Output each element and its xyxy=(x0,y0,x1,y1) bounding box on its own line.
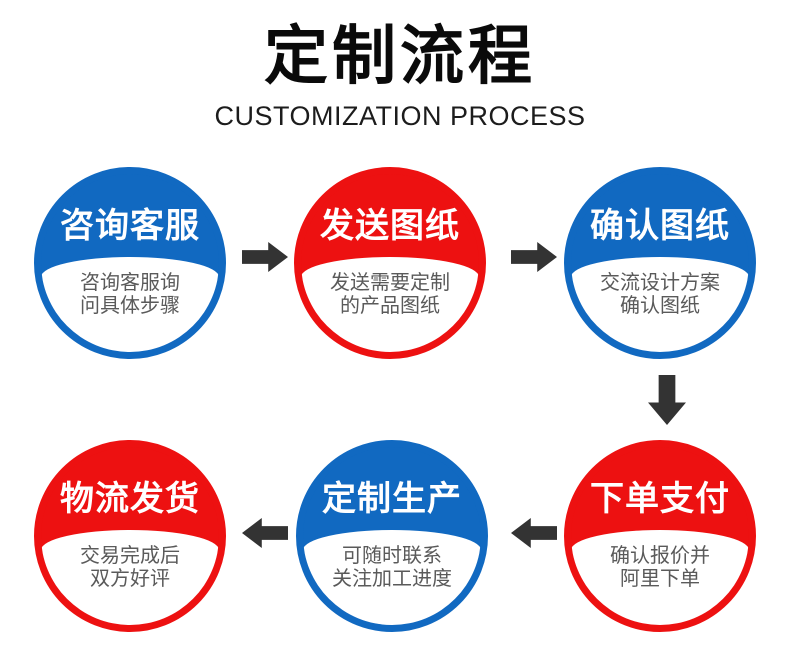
step-description: 可随时联系 关注加工进度 xyxy=(303,545,481,591)
arrow-left-icon xyxy=(511,518,557,548)
step-desc-line2: 阿里下单 xyxy=(620,568,700,590)
step-title: 咨询客服 xyxy=(60,207,200,245)
page-title: 定制流程 xyxy=(264,20,536,92)
step-desc-line2: 问具体步骤 xyxy=(80,295,180,317)
step-desc-line2: 的产品图纸 xyxy=(340,295,440,317)
step-desc-line1: 确认报价并 xyxy=(610,545,710,567)
step-desc-line1: 交易完成后 xyxy=(80,545,180,567)
arrow-right-icon xyxy=(242,242,288,272)
step-description: 交流设计方案 确认图纸 xyxy=(571,272,749,318)
step-3-confirm-drawings: 确认图纸 交流设计方案 确认图纸 xyxy=(564,167,756,359)
step-desc-line1: 可随时联系 xyxy=(342,545,442,567)
step-title: 物流发货 xyxy=(60,480,200,518)
step-lower-panel xyxy=(41,257,219,352)
step-lower-panel xyxy=(41,530,219,625)
step-title: 确认图纸 xyxy=(590,207,730,245)
step-desc-line2: 关注加工进度 xyxy=(332,568,452,590)
arrow-down-icon xyxy=(648,375,686,425)
step-desc-line2: 双方好评 xyxy=(90,568,170,590)
step-4-place-order-pay: 下单支付 确认报价并 阿里下单 xyxy=(564,440,756,632)
step-title: 定制生产 xyxy=(322,480,462,518)
step-desc-line1: 咨询客服询 xyxy=(80,272,180,294)
step-5-custom-production: 定制生产 可随时联系 关注加工进度 xyxy=(296,440,488,632)
step-title: 发送图纸 xyxy=(320,207,460,245)
step-description: 咨询客服询 问具体步骤 xyxy=(41,272,219,318)
step-desc-line1: 交流设计方案 xyxy=(600,272,720,294)
step-description: 发送需要定制 的产品图纸 xyxy=(301,272,479,318)
step-description: 确认报价并 阿里下单 xyxy=(571,545,749,591)
step-1-consult-service: 咨询客服 咨询客服询 问具体步骤 xyxy=(34,167,226,359)
page-subtitle: CUSTOMIZATION PROCESS xyxy=(214,101,586,131)
step-lower-panel xyxy=(571,530,749,625)
arrow-right-icon xyxy=(511,242,557,272)
page-header: 定制流程 CUSTOMIZATION PROCESS xyxy=(0,0,800,131)
step-description: 交易完成后 双方好评 xyxy=(41,545,219,591)
step-title: 下单支付 xyxy=(590,480,730,518)
process-diagram: 咨询客服 咨询客服询 问具体步骤 发送图纸 发送需要定制 的产品图纸 确认图纸 … xyxy=(0,167,800,641)
arrow-left-icon xyxy=(242,518,288,548)
step-lower-panel xyxy=(301,257,479,352)
step-2-send-drawings: 发送图纸 发送需要定制 的产品图纸 xyxy=(294,167,486,359)
step-6-logistics-shipping: 物流发货 交易完成后 双方好评 xyxy=(34,440,226,632)
step-desc-line1: 发送需要定制 xyxy=(330,272,450,294)
step-desc-line2: 确认图纸 xyxy=(620,295,700,317)
step-lower-panel xyxy=(303,530,481,625)
step-lower-panel xyxy=(571,257,749,352)
